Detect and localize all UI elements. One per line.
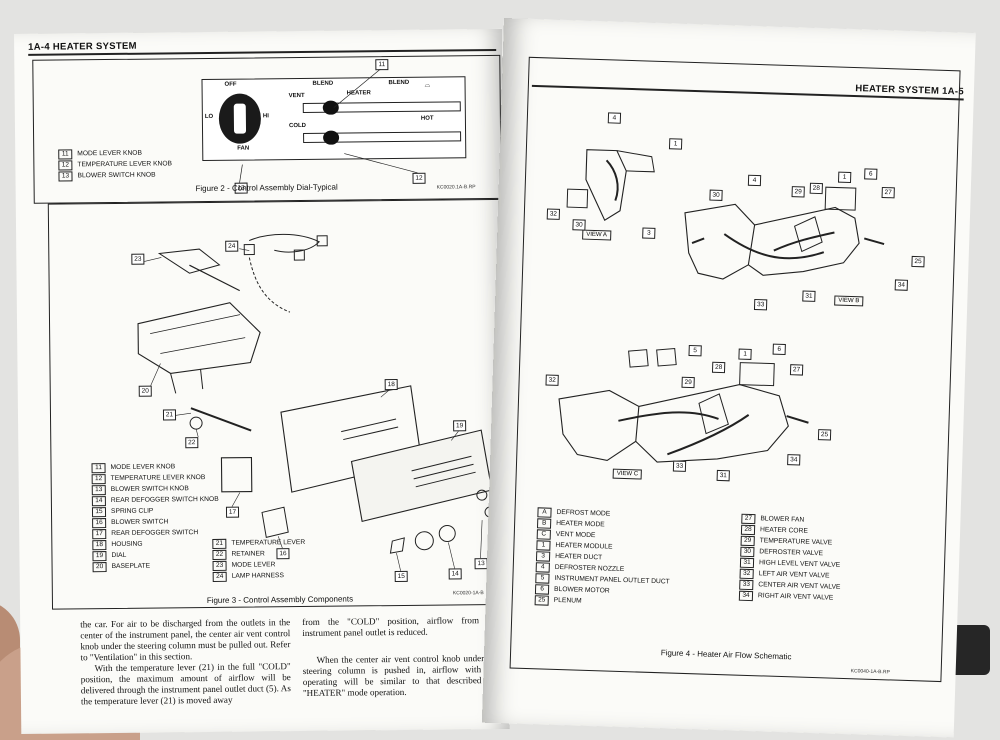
callout-5: 5 [688,344,702,357]
callout-30: 30 [709,189,723,201]
body-text-column-1: the car. For air to be discharged from t… [80,617,291,707]
callout-24: 24 [225,240,239,252]
figure-4-code: KC0040-1A-B.RP [850,668,890,676]
paragraph: When the center air vent control knob un… [302,652,499,699]
view-c-label: VIEW C [612,468,643,480]
callout-34: 34 [787,454,801,466]
callout-27: 27 [881,186,895,199]
callout-14: 14 [448,568,462,580]
callout-4: 4 [607,112,622,124]
callout-1: 1 [837,171,852,183]
callout-22: 22 [185,437,199,449]
paragraph: With the temperature lever (21) in the f… [80,661,291,707]
callout-1: 1 [668,138,683,150]
figure-2-leader-lines [239,68,418,183]
callout-32: 32 [545,374,559,386]
callout-19: 19 [453,420,467,432]
callout-18: 18 [384,379,398,391]
callout-13: 13 [474,558,488,570]
callout-4: 4 [747,174,762,187]
left-page: 1A-4 HEATER SYSTEM OFF LO HI FAN VENT BL… [14,28,511,734]
callout-27: 27 [789,364,804,376]
callout-31: 31 [802,290,816,302]
body-text-column-2: from the "COLD" position, airflow from t… [302,615,499,699]
left-page-header: 1A-4 HEATER SYSTEM [28,40,137,53]
figure-2: OFF LO HI FAN VENT BLEND HEATER BLEND ⌓ … [32,54,502,204]
callout-6: 6 [864,168,878,180]
right-page: HEATER SYSTEM 1A-5 VIEW A [481,18,976,738]
paragraph: the car. For air to be discharged from t… [80,617,291,663]
callout-20: 20 [138,385,152,397]
callout-31: 31 [716,469,730,482]
callout-28: 28 [809,182,823,195]
callout-15: 15 [394,570,408,583]
paragraph: from the "COLD" position, airflow from t… [302,614,499,639]
callout-29: 29 [681,376,695,389]
callout-17: 17 [225,506,240,518]
callout-32: 32 [546,208,561,220]
callout-6: 6 [772,343,786,356]
callout-21: 21 [162,409,177,421]
callout-30: 30 [572,219,586,231]
view-b-label: VIEW B [834,295,864,307]
callout-29: 29 [791,186,805,198]
view-a-label: VIEW A [582,229,612,241]
callout-34: 34 [894,279,908,291]
figure-4: VIEW A VIEW B VIEW C 4 1 32 30 3 4 30 29… [509,56,961,683]
callout-33: 33 [672,460,687,472]
callout-3: 3 [642,227,656,239]
callout-1: 1 [738,348,752,360]
figure-4-airflow-drawing [558,149,885,463]
callout-25: 25 [911,255,925,268]
callout-23: 23 [131,253,145,265]
callout-33: 33 [753,299,768,311]
callout-25: 25 [817,429,832,441]
callout-28: 28 [711,361,726,374]
